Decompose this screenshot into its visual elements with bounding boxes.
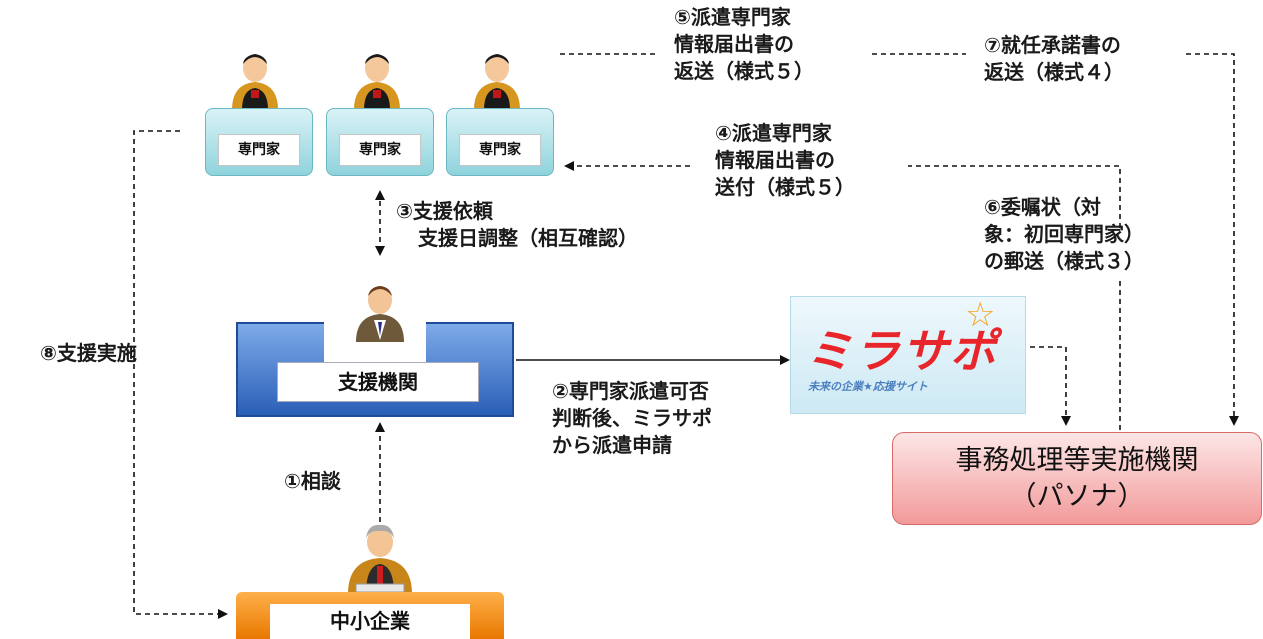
step-6-line: ⑥委嘱状（対 bbox=[984, 195, 1101, 219]
expert-box-3: 専門家 bbox=[446, 108, 554, 176]
expert-label: 専門家 bbox=[459, 134, 541, 166]
mirasapo-banner[interactable] bbox=[790, 296, 1026, 414]
step-1-label: ①相談 bbox=[284, 469, 341, 493]
step-3-line: 支援日調整（相互確認） bbox=[418, 226, 638, 250]
step-6-line: の郵送（様式３） bbox=[984, 249, 1144, 273]
pasona-title: 事務処理等実施機関 bbox=[955, 445, 1199, 476]
expert-label: 専門家 bbox=[339, 134, 421, 166]
step-7-line: 返送（様式４） bbox=[984, 60, 1124, 84]
step-4-line: 送付（様式５） bbox=[715, 175, 855, 199]
star-icon: ☆ bbox=[965, 295, 996, 335]
expert-person-icon bbox=[474, 54, 520, 110]
step-3-label: ③支援依頼 支援日調整（相互確認） bbox=[396, 198, 638, 252]
step-4-line: ④派遣専門家 bbox=[715, 121, 832, 145]
step-2-line: ②専門家派遣可否 bbox=[552, 379, 709, 403]
sme-label: 中小企業 bbox=[270, 604, 470, 639]
edge-8 bbox=[133, 130, 228, 619]
step-6-label: ⑥委嘱状（対 象：初回専門家） の郵送（様式３） bbox=[984, 194, 1144, 275]
expert-box-1: 専門家 bbox=[205, 108, 313, 176]
sme-person-icon bbox=[348, 524, 412, 594]
edge-7 bbox=[1186, 53, 1239, 426]
mirasapo-logo: ミラサポ bbox=[806, 324, 998, 378]
step-2-line: 判断後、ミラサポ bbox=[552, 406, 712, 430]
step-5-label: ⑤派遣専門家 情報届出書の 返送（様式５） bbox=[674, 4, 814, 85]
step-8-label: ⑧支援実施 bbox=[40, 341, 137, 365]
expert-label: 専門家 bbox=[218, 134, 300, 166]
expert-box-2: 専門家 bbox=[326, 108, 434, 176]
step-7-line: ⑦就任承諾書の bbox=[984, 33, 1121, 57]
step-4-label: ④派遣専門家 情報届出書の 送付（様式５） bbox=[715, 120, 855, 201]
step-2-label: ②専門家派遣可否 判断後、ミラサポ から派遣申請 bbox=[552, 378, 712, 459]
step-4-line: 情報届出書の bbox=[715, 148, 835, 172]
step-5-line: 返送（様式５） bbox=[674, 59, 814, 83]
step-5-line: 情報届出書の bbox=[674, 32, 794, 56]
step-2-line: から派遣申請 bbox=[552, 433, 672, 457]
support-org-label: 支援機関 bbox=[277, 362, 479, 402]
staff-person-icon bbox=[356, 286, 404, 342]
step-7-label: ⑦就任承諾書の 返送（様式４） bbox=[984, 32, 1124, 86]
edge-4c bbox=[908, 165, 1121, 228]
edge-mira-pasona bbox=[1030, 346, 1071, 426]
pasona-subtitle: （パソナ） bbox=[1009, 481, 1145, 512]
expert-person-icon bbox=[232, 54, 278, 110]
expert-person-icon bbox=[354, 54, 400, 110]
pasona-box: 事務処理等実施機関 （パソナ） bbox=[892, 432, 1262, 525]
step-3-line: ③支援依頼 bbox=[396, 199, 493, 223]
step-5-line: ⑤派遣専門家 bbox=[674, 5, 791, 29]
mirasapo-tagline: 未来の企業★応援サイト bbox=[808, 380, 928, 393]
step-6-line: 象：初回専門家） bbox=[984, 222, 1144, 246]
